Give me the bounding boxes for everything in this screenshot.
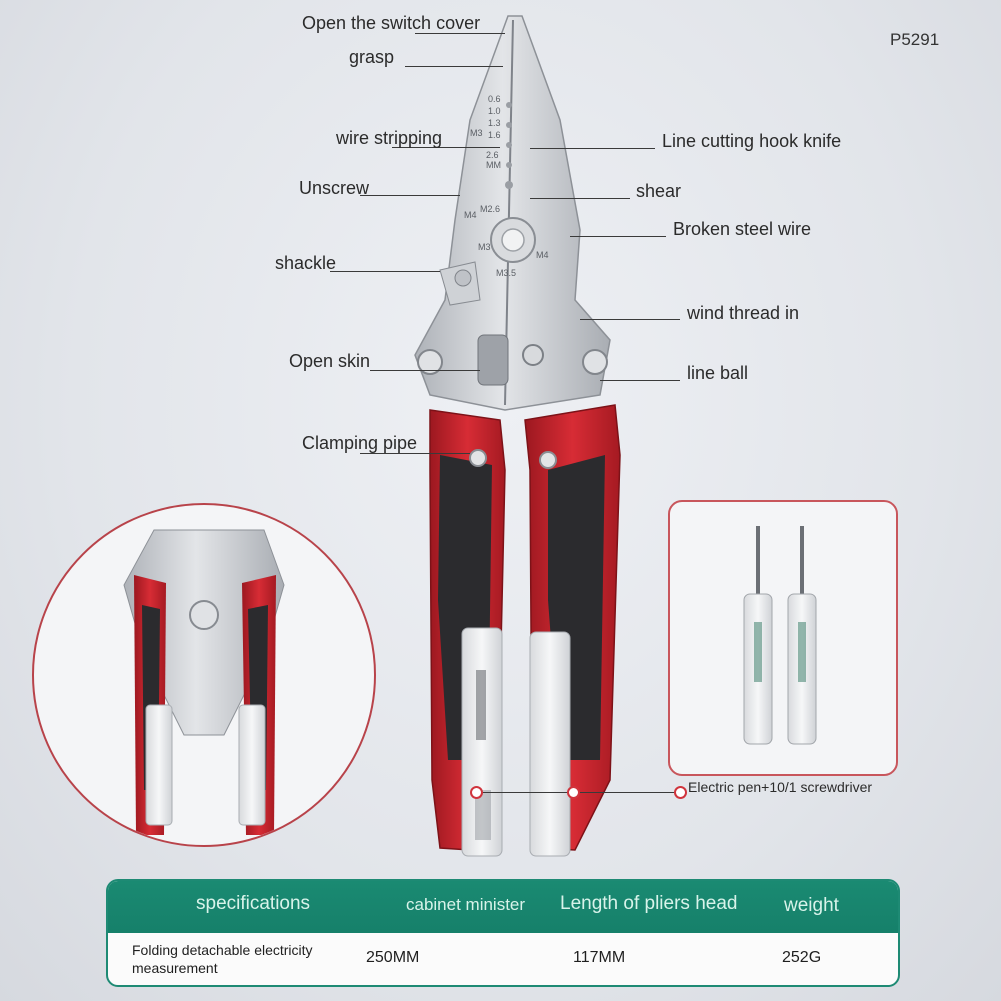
electric-pen-inset	[668, 500, 898, 776]
callout-shackle: shackle	[275, 253, 337, 273]
blade-mark: M4	[536, 250, 549, 260]
spec-header-specifications: specifications	[196, 893, 311, 914]
model-code: P5291	[890, 30, 940, 49]
callout-wire-stripping: wire stripping	[336, 128, 443, 148]
spec-table-header: specifications cabinet minister Length o…	[108, 881, 898, 933]
callout-shear: shear	[636, 181, 682, 201]
callout-clamping-pipe: Clamping pipe	[302, 433, 418, 453]
leader-open-skin	[370, 370, 480, 371]
spec-table: specifications cabinet minister Length o…	[106, 879, 900, 987]
blade-mark: M2.6	[480, 204, 500, 214]
spec-header-head-length: Length of pliers head	[560, 893, 738, 914]
pen-marker-right	[567, 786, 580, 799]
callout-switch-cover: Open the switch cover	[302, 13, 481, 33]
blade-mark: 1.6	[488, 130, 501, 140]
leader-shackle	[330, 271, 440, 272]
electric-pen-image	[743, 526, 817, 745]
blade-mark: M3.5	[496, 268, 516, 278]
pen-marker-end	[674, 786, 687, 799]
blade-mark: 0.6	[488, 94, 501, 104]
leader-broken-steel-wire	[570, 236, 666, 237]
blade-mark: M3	[470, 128, 483, 138]
folded-pliers-image	[123, 529, 285, 835]
pen-marker-left	[470, 786, 483, 799]
blade-mark: M3	[478, 242, 491, 252]
blade-mark: MM	[486, 160, 501, 170]
callout-wind-thread: wind thread in	[687, 303, 800, 323]
blade-mark: 2.6	[486, 150, 499, 160]
spec-value-specifications: Folding detachable electricity measureme…	[132, 942, 313, 976]
leader-wind-thread	[580, 319, 680, 320]
leader-switch-cover	[415, 33, 505, 34]
left-pen-tube	[461, 627, 503, 857]
right-pen-tube	[529, 631, 571, 857]
folded-pliers-inset	[32, 503, 376, 847]
spec-value-weight: 252G	[782, 949, 822, 966]
leader-wire-stripping	[392, 147, 500, 148]
callout-electric-pen: Electric pen+10/1 screwdriver	[688, 779, 873, 795]
spec-value-head-length: 117MM	[573, 949, 626, 966]
spec-value-length: 250MM	[366, 949, 420, 966]
leader-clamping-pipe	[360, 453, 470, 454]
leader-line-ball	[600, 380, 680, 381]
callout-open-skin: Open skin	[289, 351, 371, 371]
leader-hook-knife	[530, 148, 655, 149]
callout-unscrew: Unscrew	[299, 178, 370, 198]
leader-grasp	[405, 66, 503, 67]
callout-broken-steel-wire: Broken steel wire	[673, 219, 812, 239]
leader-unscrew	[360, 195, 460, 196]
callout-grasp: grasp	[349, 47, 395, 67]
callout-hook-knife: Line cutting hook knife	[662, 131, 842, 151]
jaw-head	[414, 15, 611, 411]
stripping-notches	[505, 102, 513, 189]
leader-shear	[530, 198, 630, 199]
blade-mark: 1.0	[488, 106, 501, 116]
spec-header-weight: weight	[784, 895, 839, 916]
callout-line-ball: line ball	[687, 363, 749, 383]
blade-mark: 1.3	[488, 118, 501, 128]
blade-mark: M4	[464, 210, 477, 220]
spec-header-cabinet-minister: cabinet minister	[406, 895, 526, 914]
